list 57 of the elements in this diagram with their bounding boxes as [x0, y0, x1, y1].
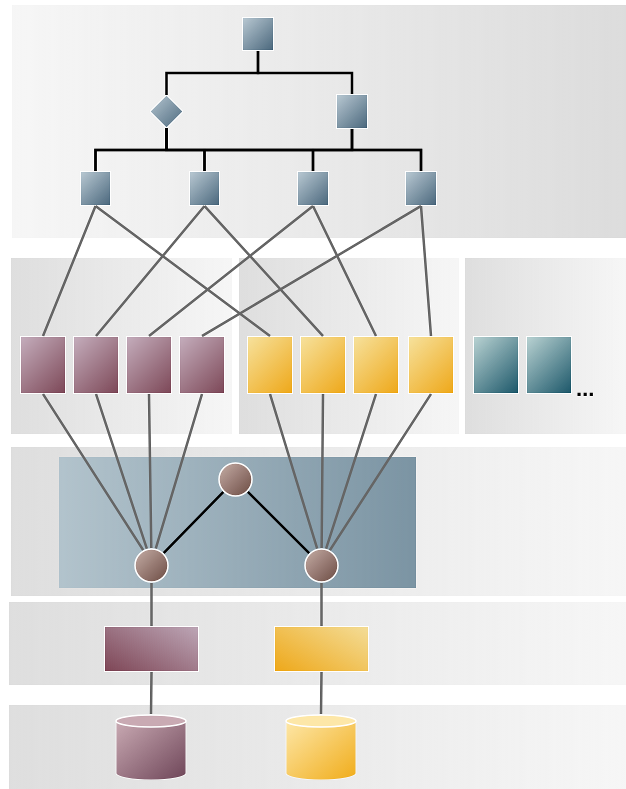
- square-node: [336, 94, 368, 129]
- layer-band: [11, 258, 232, 434]
- connector-line: [312, 205, 378, 337]
- connector-line: [94, 205, 271, 337]
- connector-line: [320, 583, 323, 626]
- connector-line: [42, 206, 97, 336]
- square-node: [80, 171, 111, 206]
- connector-line: [420, 206, 432, 336]
- connector-line: [94, 394, 148, 550]
- square-node: [189, 171, 220, 206]
- connector-line: [148, 394, 153, 548]
- layer-band: [239, 258, 459, 434]
- square-node: [297, 171, 329, 206]
- square-node: [300, 336, 346, 394]
- connector-line: [154, 394, 204, 549]
- square-node: [405, 171, 437, 206]
- database-cylinder: [115, 714, 187, 780]
- square-node: [247, 336, 293, 394]
- decision-diamond: [150, 95, 183, 128]
- circle-node: [218, 462, 253, 497]
- connector-line: [204, 205, 324, 337]
- square-node: [179, 336, 225, 394]
- connector-line: [256, 51, 354, 94]
- connector-line: [320, 672, 323, 714]
- connector-line: [150, 583, 153, 626]
- rectangle-node: [104, 626, 199, 672]
- connector-line: [268, 394, 318, 549]
- square-node: [526, 336, 572, 394]
- layer-band: [12, 5, 626, 238]
- connector-line: [201, 204, 422, 338]
- connector-line: [328, 393, 432, 551]
- connector-line: [320, 394, 324, 548]
- connector-line: [324, 394, 378, 549]
- layer-band: [9, 602, 626, 685]
- connector-line: [350, 129, 422, 171]
- connector-line: [42, 393, 144, 551]
- connector-line: [148, 205, 314, 337]
- connector-line: [162, 491, 224, 554]
- group-panel: [59, 457, 416, 588]
- rectangle-node: [274, 626, 369, 672]
- ellipsis-text: ...: [576, 378, 594, 400]
- square-node: [73, 336, 119, 394]
- layer-band: [11, 447, 626, 596]
- circle-node: [134, 548, 169, 583]
- layer-band: [465, 258, 626, 434]
- connector-line: [247, 491, 310, 554]
- square-node: [473, 336, 519, 394]
- layer-band: [9, 705, 626, 789]
- square-node: [408, 336, 454, 394]
- square-node: [20, 336, 66, 394]
- connector-line: [95, 205, 206, 337]
- square-node: [126, 336, 172, 394]
- connector-line: [150, 672, 153, 714]
- circle-node: [304, 548, 339, 583]
- square-node: [353, 336, 399, 394]
- database-cylinder: [285, 714, 357, 780]
- square-node: [242, 17, 274, 51]
